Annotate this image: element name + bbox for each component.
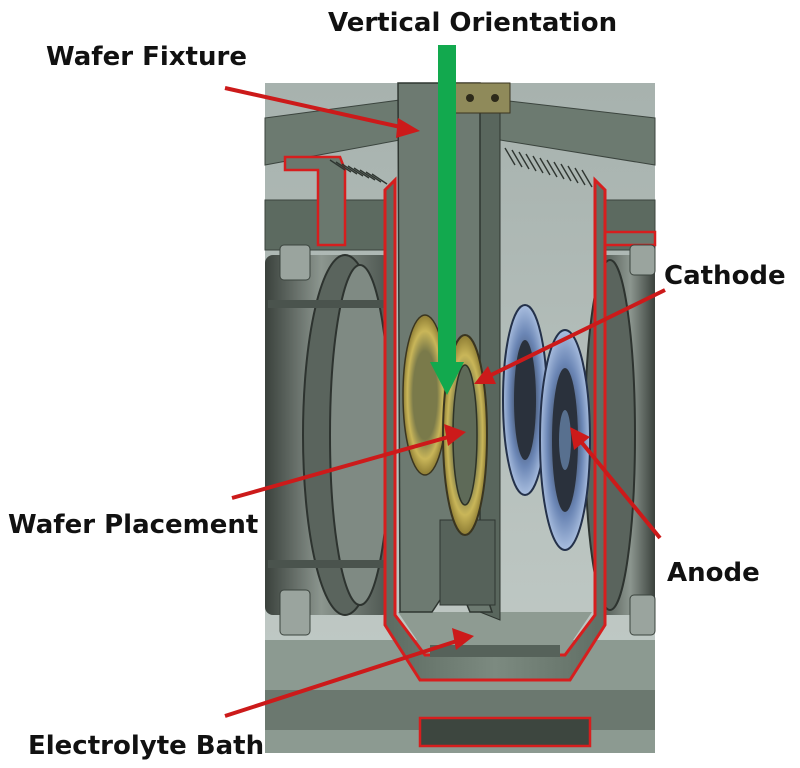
bath-floor-slot	[430, 645, 560, 657]
electrolyte-bath-vessel	[383, 176, 607, 682]
vertical-orientation-label: Vertical Orientation	[328, 8, 618, 38]
vertical-orientation-arrow	[430, 45, 464, 395]
wafer-fixture-label: Wafer Fixture	[46, 42, 247, 72]
electrolyte-bath-arrow	[224, 638, 461, 718]
anode-label: Anode	[667, 558, 760, 588]
anode-arrow	[576, 436, 662, 540]
comb-left	[329, 159, 388, 185]
cathode-ring-assembly	[442, 334, 488, 536]
left-motor-assembly	[265, 244, 391, 636]
upper-ledge	[283, 155, 347, 247]
comb-right	[504, 147, 593, 188]
cathode-label: Cathode	[664, 261, 786, 291]
upper-ledge-right	[603, 230, 657, 247]
wafer-fixture-arrow	[224, 86, 406, 130]
top-bracket	[454, 82, 511, 114]
bath-floor	[398, 612, 592, 652]
wafer-placement-arrow	[231, 434, 453, 500]
wafer-placement-label: Wafer Placement	[8, 510, 259, 540]
anode-disk-front	[539, 329, 591, 551]
electrolyte-bath-label: Electrolyte Bath	[28, 731, 265, 761]
callout-arrows	[224, 86, 666, 718]
cathode-arrow	[484, 288, 666, 380]
